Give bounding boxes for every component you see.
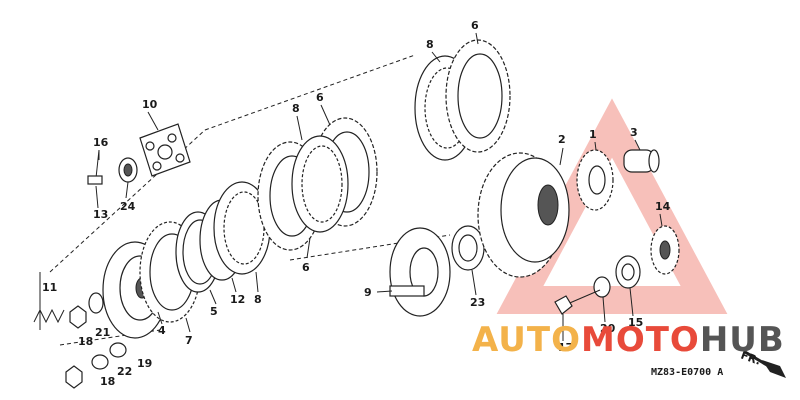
watermark-part-hub: HUB xyxy=(700,320,785,360)
clutch-center-9 xyxy=(389,227,451,317)
label-24: 24 xyxy=(120,200,136,213)
washer-21 xyxy=(88,292,104,314)
friction-disc-6-c xyxy=(445,39,511,153)
callout-labels: 1 2 3 4 5 6 6 6 7 8 8 8 9 10 11 12 13 14… xyxy=(42,19,671,388)
label-7: 7 xyxy=(185,334,193,347)
gear-1 xyxy=(576,149,614,211)
label-19: 19 xyxy=(137,357,152,370)
label-16: 16 xyxy=(93,136,109,149)
label-2: 2 xyxy=(558,133,566,146)
label-18-a: 18 xyxy=(78,335,93,348)
label-3: 3 xyxy=(630,126,638,139)
label-21: 21 xyxy=(95,326,110,339)
label-6-top: 6 xyxy=(471,19,479,32)
svg-text:AUTOMOTOHUB: AUTOMOTOHUB xyxy=(472,320,785,360)
label-4: 4 xyxy=(158,324,166,337)
washer-23 xyxy=(451,225,485,271)
leader-lines xyxy=(95,32,663,341)
nut-18-a xyxy=(69,305,87,329)
bolt-17 xyxy=(554,289,601,315)
label-14: 14 xyxy=(655,200,671,213)
label-13: 13 xyxy=(93,208,108,221)
washer-19 xyxy=(109,342,127,358)
label-6-low: 6 xyxy=(302,261,310,274)
gear-14 xyxy=(650,225,680,275)
label-1: 1 xyxy=(589,128,597,141)
nut-18-b xyxy=(65,365,83,389)
label-11: 11 xyxy=(42,281,57,294)
label-6-mid: 6 xyxy=(316,91,324,104)
washer-22 xyxy=(91,354,109,370)
label-10: 10 xyxy=(142,98,158,111)
holder-plate xyxy=(139,123,191,177)
label-12: 12 xyxy=(230,293,245,306)
front-arrow-icon xyxy=(744,350,786,378)
label-9: 9 xyxy=(364,286,372,299)
watermark-logo: AUTOMOTOHUB xyxy=(472,320,785,360)
label-5: 5 xyxy=(210,305,218,318)
label-17: 17 xyxy=(558,341,573,354)
collar-3 xyxy=(623,149,660,173)
label-8-top: 8 xyxy=(426,38,434,51)
label-8-low: 8 xyxy=(254,293,262,306)
plate-8-b xyxy=(291,135,349,233)
nut-15 xyxy=(615,255,641,289)
label-23: 23 xyxy=(470,296,485,309)
clutch-outer-2 xyxy=(477,152,570,278)
figure-code: MZ83-E0700 A xyxy=(651,367,723,378)
watermark-part-auto: AUTO xyxy=(472,320,581,360)
washer-20 xyxy=(593,276,611,298)
bearing-24 xyxy=(118,157,138,183)
label-20: 20 xyxy=(600,322,616,335)
label-18-b: 18 xyxy=(100,375,115,388)
label-8-mid: 8 xyxy=(292,102,300,115)
spring-11 xyxy=(33,308,65,324)
label-22: 22 xyxy=(117,365,132,378)
label-15: 15 xyxy=(628,316,643,329)
watermark-part-moto: MOTO xyxy=(581,320,700,360)
bolt-16 xyxy=(87,149,103,185)
